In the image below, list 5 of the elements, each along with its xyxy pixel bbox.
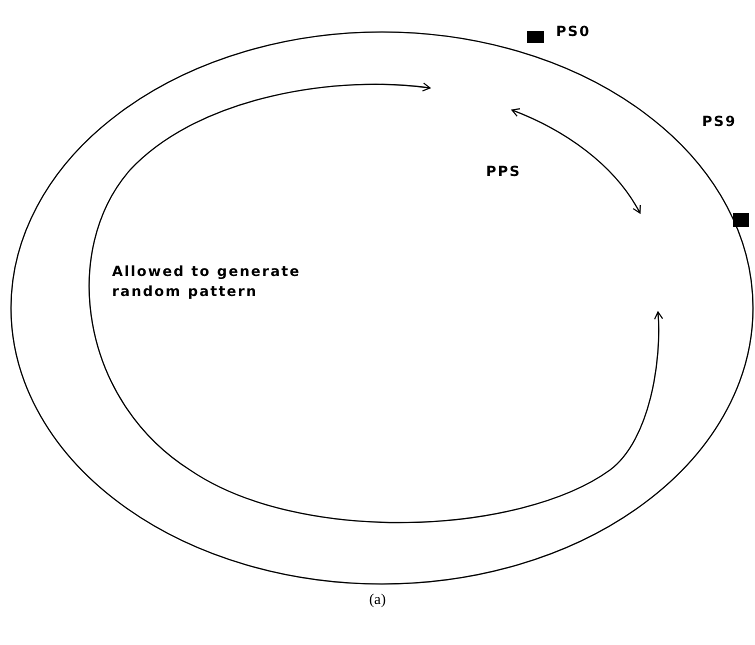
figure-caption: (a) [368,592,387,609]
diagram-label: PS9 [702,113,737,132]
diagram-label: PS0 [556,23,591,42]
diagram-label: PPS [486,163,522,182]
diagram-label: Allowed to generate random pattern [112,263,302,302]
